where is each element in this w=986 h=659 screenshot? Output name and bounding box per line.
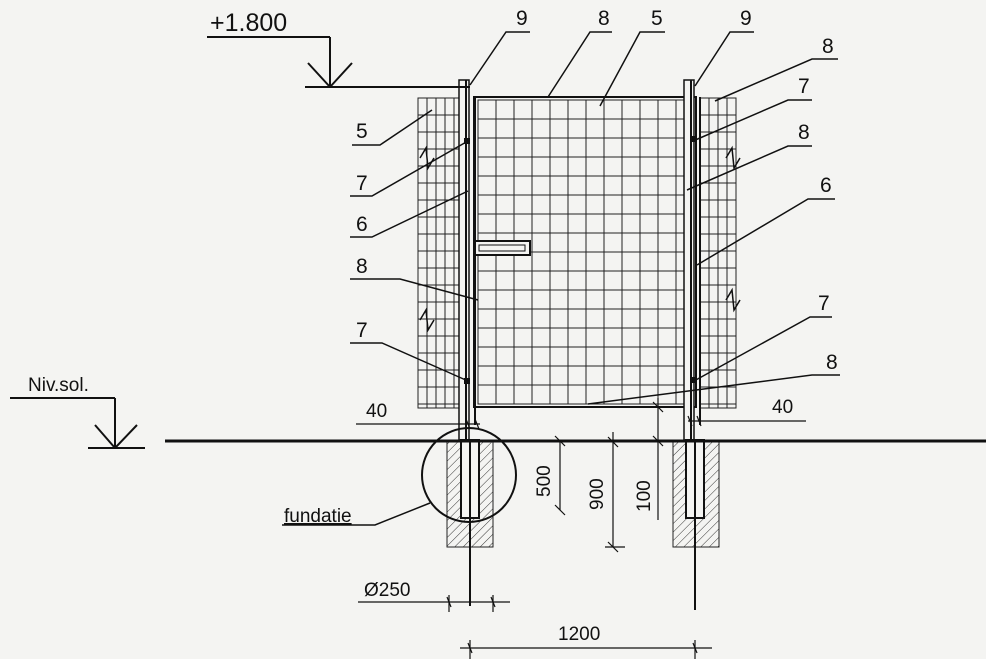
callout-8-right-a: 8 — [822, 35, 834, 58]
callout-5-top: 5 — [651, 7, 663, 30]
callout-9-left: 9 — [516, 7, 528, 30]
foundation-leader — [282, 502, 431, 526]
callout-6-right: 6 — [820, 174, 832, 197]
level-ground-text: Niv.sol. — [28, 375, 89, 396]
level-ground-marker — [10, 397, 145, 449]
gate-handle — [473, 240, 531, 256]
callout-9-right: 9 — [740, 7, 752, 30]
callout-8-right-b: 8 — [798, 121, 810, 144]
dimension-lines — [356, 398, 806, 659]
diameter-text: Ø250 — [364, 580, 410, 601]
callout-7-right-a: 7 — [798, 75, 810, 98]
dim-500-text: 500 — [534, 465, 555, 497]
dim-100-text: 100 — [634, 480, 655, 512]
callout-7-right-b: 7 — [818, 292, 830, 315]
callout-7-left-b: 7 — [356, 319, 368, 342]
panel-break-marks — [419, 145, 741, 333]
callout-7-left-a: 7 — [356, 172, 368, 195]
callout-6-left: 6 — [356, 213, 368, 236]
callout-8-left: 8 — [356, 255, 368, 278]
dim-left-40-text: 40 — [366, 401, 387, 422]
level-top-text: +1.800 — [210, 9, 287, 37]
dim-900-text: 900 — [587, 478, 608, 510]
callout-5-left: 5 — [356, 120, 368, 143]
dim-1200-text: 1200 — [558, 624, 600, 645]
callout-leaders — [350, 31, 840, 405]
dim-right-40-text: 40 — [772, 397, 793, 418]
gate-handle-inner — [478, 244, 526, 252]
level-top-marker — [207, 36, 470, 88]
foundation-text: fundatie — [284, 506, 352, 527]
callout-8-right-c: 8 — [826, 351, 838, 374]
callout-8-top: 8 — [598, 7, 610, 30]
